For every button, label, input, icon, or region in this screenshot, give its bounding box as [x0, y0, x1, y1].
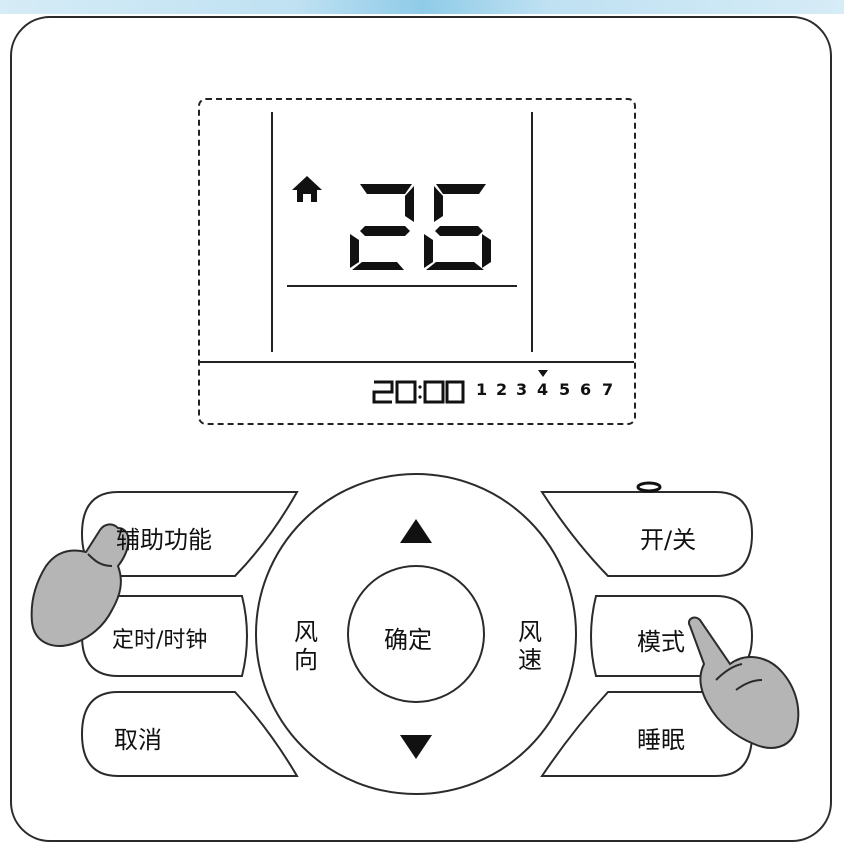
- cancel-key-shape: [80, 691, 299, 777]
- sleep-button[interactable]: 睡眠: [637, 726, 685, 754]
- cancel-button[interactable]: 取消: [114, 726, 162, 754]
- hand-pointer-right-icon: [688, 616, 800, 749]
- timer-clock-button[interactable]: 定时/时钟: [112, 628, 208, 653]
- week-day-1: 1: [476, 380, 488, 399]
- aux-function-button[interactable]: 辅助功能: [116, 526, 212, 554]
- power-key-shape: [540, 491, 754, 577]
- week-day-3: 3: [516, 380, 528, 399]
- hand-pointer-left-icon: [30, 523, 130, 647]
- temperature-digit-6: [424, 184, 491, 270]
- week-day-4: 4: [537, 380, 549, 399]
- power-indicator-light: [636, 481, 662, 493]
- clock-digits: [372, 380, 465, 404]
- triangle-up-icon: [400, 519, 432, 543]
- lcd-display: [198, 98, 636, 425]
- triangle-down-icon: [400, 735, 432, 759]
- mode-button[interactable]: 模式: [637, 628, 685, 656]
- top-decor-band: [0, 0, 844, 14]
- temperature-digit-2: [350, 184, 414, 270]
- power-button[interactable]: 开/关: [640, 526, 697, 554]
- week-day-2: 2: [496, 380, 508, 399]
- swing-label-top[interactable]: 风: [294, 618, 318, 646]
- up-button[interactable]: [396, 514, 436, 548]
- week-day-6: 6: [580, 380, 592, 399]
- confirm-key-shape: [347, 565, 485, 703]
- down-button[interactable]: [396, 730, 436, 764]
- week-day-5: 5: [559, 380, 571, 399]
- fan-speed-label-bottom[interactable]: 速: [518, 646, 542, 674]
- swing-label-bottom[interactable]: 向: [294, 646, 318, 674]
- fan-speed-label-top[interactable]: 风: [518, 618, 542, 646]
- home-icon: [292, 176, 322, 202]
- week-day-7: 7: [602, 380, 614, 399]
- selected-day-marker: [538, 370, 548, 377]
- confirm-button[interactable]: 确定: [384, 626, 432, 654]
